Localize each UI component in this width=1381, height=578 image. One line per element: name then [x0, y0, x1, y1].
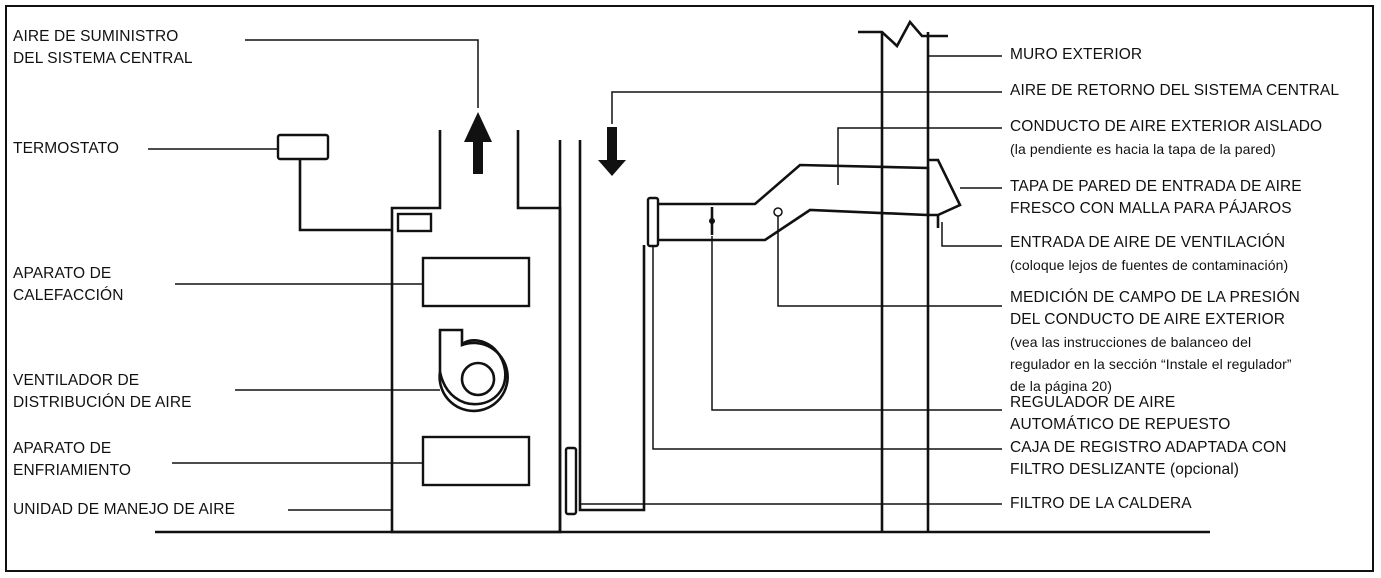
- outdoor-air-duct: [658, 163, 930, 242]
- pressure-tap-icon: [773, 207, 783, 217]
- label-pressure-measurement: MEDICIÓN DE CAMPO DE LA PRESIÓN DEL COND…: [1010, 289, 1300, 394]
- thermostat: [276, 133, 330, 161]
- distribution-blower: [438, 328, 509, 413]
- label-air-handler: UNIDAD DE MANEJO DE AIRE: [13, 501, 236, 518]
- furnace-filter: [564, 446, 578, 516]
- air-handler-unit: [390, 130, 562, 534]
- label-ventilation-intake: ENTRADA DE AIRE DE VENTILACIÓN (coloque …: [1010, 234, 1289, 273]
- label-distribution-blower: VENTILADOR DE DISTRIBUCIÓN DE AIRE: [13, 372, 192, 411]
- label-furnace-filter: FILTRO DE LA CALDERA: [1010, 495, 1192, 512]
- label-heating-appliance: APARATO DE CALEFACCIÓN: [13, 265, 124, 304]
- return-duct-outer: [578, 140, 646, 512]
- heating-appliance: [421, 256, 531, 308]
- diagram-frame: [5, 5, 1374, 572]
- label-supply-air: AIRE DE SUMINISTRO DEL SISTEMA CENTRAL: [13, 28, 193, 67]
- wall-cap: [928, 158, 962, 217]
- supply-air-arrow: [464, 112, 492, 174]
- cooling-appliance: [421, 435, 531, 487]
- label-insulated-duct: CONDUCTO DE AIRE EXTERIOR AISLADO (la pe…: [1010, 118, 1323, 157]
- label-thermostat: TERMOSTATO: [13, 140, 120, 157]
- label-register-box: CAJA DE REGISTRO ADAPTADA CON FILTRO DES…: [1010, 439, 1287, 478]
- wall-break-mark: [858, 19, 948, 49]
- label-damper: REGULADOR DE AIRE AUTOMÁTICO DE REPUESTO: [1010, 394, 1231, 433]
- register-box-filter: [646, 196, 660, 248]
- thermostat-sensor: [396, 212, 433, 233]
- label-return-air: AIRE DE RETORNO DEL SISTEMA CENTRAL: [1010, 82, 1340, 99]
- return-air-arrow: [598, 127, 626, 176]
- label-wall-cap: TAPA DE PARED DE ENTRADA DE AIRE FRESCO …: [1010, 178, 1302, 217]
- leader-lines: [148, 39, 1002, 511]
- label-exterior-wall: MURO EXTERIOR: [1010, 46, 1143, 63]
- label-cooling-appliance: APARATO DE ENFRIAMIENTO: [13, 440, 132, 479]
